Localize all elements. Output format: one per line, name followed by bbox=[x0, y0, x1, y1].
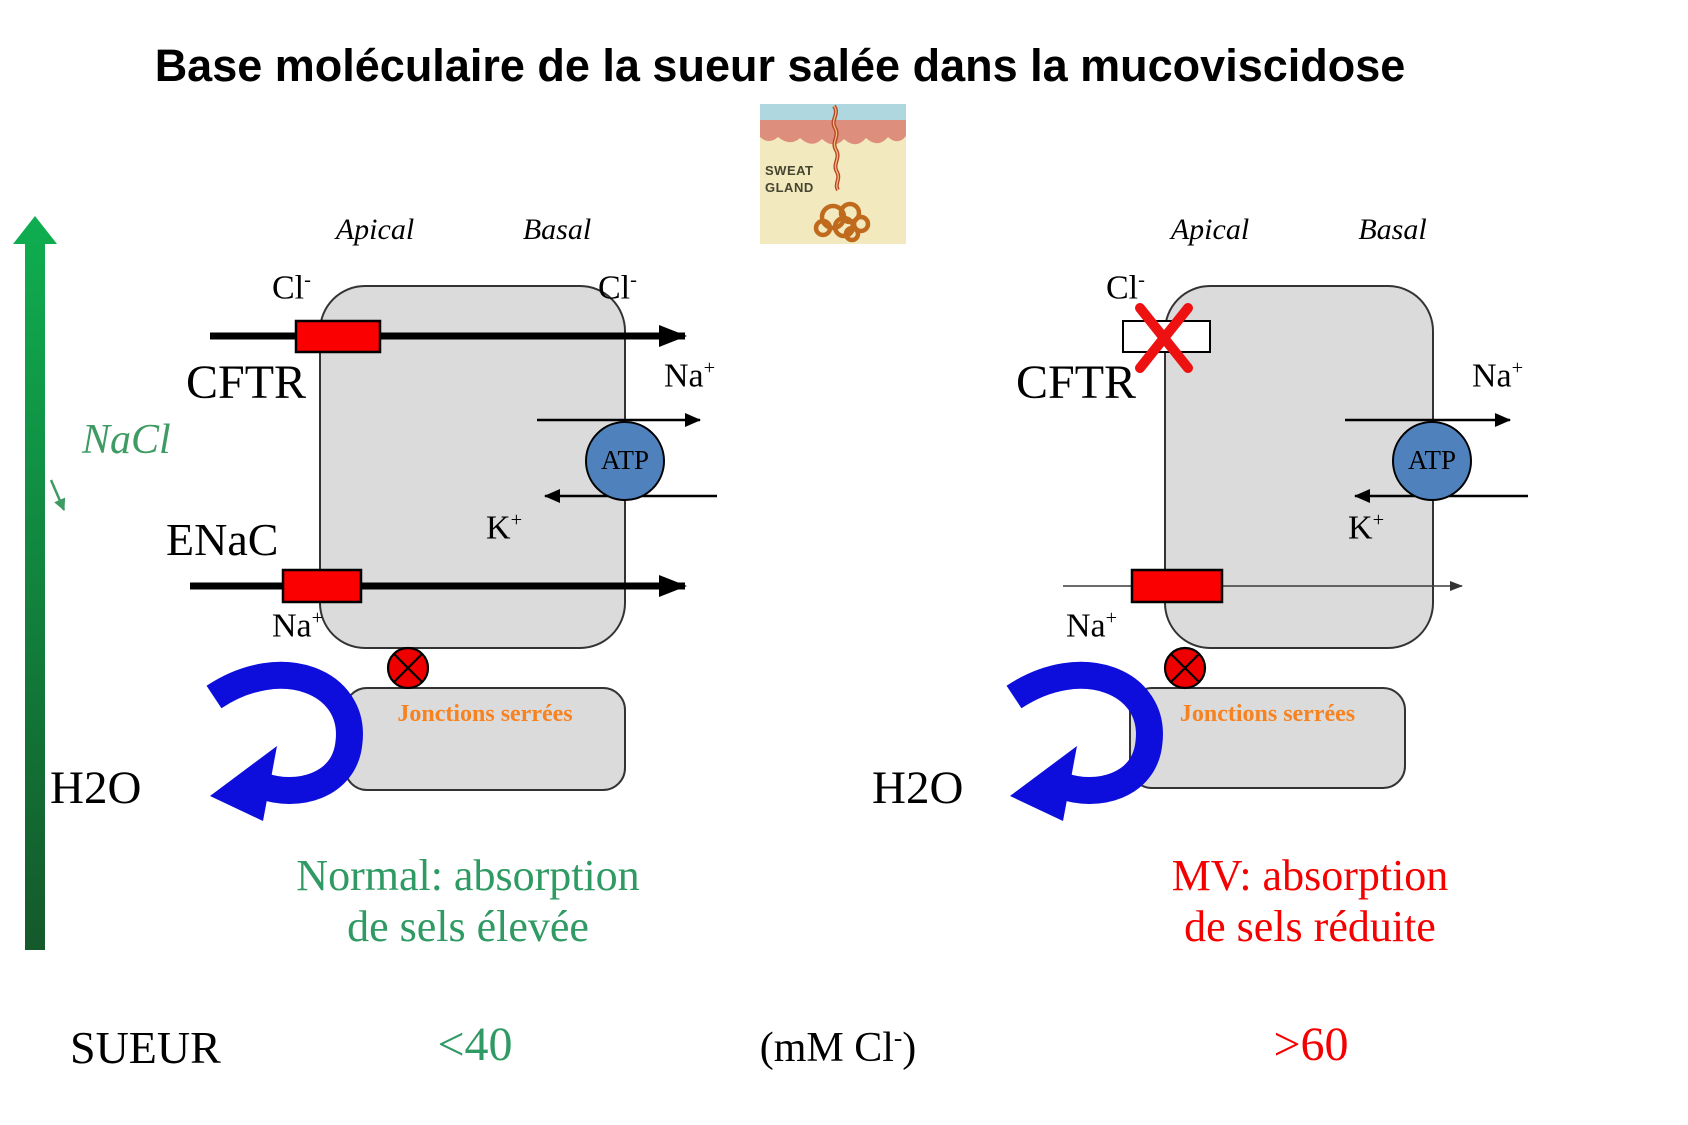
sweat-gland-drawing bbox=[760, 104, 906, 244]
cftr-label-right: CFTR bbox=[1016, 356, 1137, 409]
cl-apical-label-right: Cl- bbox=[1106, 269, 1145, 307]
sweat-gland-caption: SWEAT GLAND bbox=[765, 163, 814, 195]
basal-label-left: Basal bbox=[522, 213, 592, 246]
tight-junction-icon-right bbox=[1163, 646, 1207, 690]
h2o-label-left: H2O bbox=[50, 762, 142, 814]
junction-label-left: Jonctions serrées bbox=[397, 701, 573, 727]
h2o-label-right: H2O bbox=[872, 762, 964, 814]
junction-label-right: Jonctions serrées bbox=[1179, 701, 1356, 727]
apical-label-right: Apical bbox=[1170, 213, 1250, 246]
enac-channel-right bbox=[1130, 568, 1224, 604]
caption-right: MV: absorption de sels réduite bbox=[1171, 851, 1449, 951]
sweat-flow-gradient-arrow bbox=[13, 216, 57, 950]
caption-left: Normal: absorption de sels élevée bbox=[296, 851, 640, 951]
cl-basal-label-left: Cl- bbox=[598, 269, 637, 307]
blocked-x-icon bbox=[1135, 303, 1193, 373]
nacl-label: NaCl bbox=[82, 417, 171, 463]
cell-body-right-lower bbox=[1129, 687, 1406, 789]
na-apical-label-left: Na+ bbox=[272, 607, 324, 645]
enac-channel-left bbox=[281, 568, 363, 604]
cftr-label-left: CFTR bbox=[186, 356, 307, 409]
water-flow-arrow-left bbox=[206, 661, 363, 821]
nacl-arrow-icon bbox=[49, 479, 66, 511]
cftr-channel-left bbox=[294, 319, 382, 354]
chloride-unit-label: (mM Cl-) bbox=[759, 1025, 917, 1071]
atp-label-left: ATP bbox=[600, 445, 649, 475]
basal-label-right: Basal bbox=[1358, 213, 1427, 246]
na-basal-label-left: Na+ bbox=[664, 357, 716, 395]
sueur-label: SUEUR bbox=[70, 1022, 221, 1073]
na-basal-label-right: Na+ bbox=[1472, 357, 1524, 395]
k-basal-label-right: K+ bbox=[1348, 509, 1385, 547]
mv-chloride-value: >60 bbox=[1273, 1018, 1349, 1071]
atp-pump-circle-right bbox=[1392, 421, 1472, 501]
atp-label-right: ATP bbox=[1407, 445, 1456, 475]
sweat-gland-image: SWEAT GLAND bbox=[760, 104, 906, 244]
apical-label-left: Apical bbox=[335, 213, 415, 246]
enac-label-left: ENaC bbox=[166, 514, 279, 565]
na-apical-label-right: Na+ bbox=[1066, 607, 1118, 645]
k-basal-label-left: K+ bbox=[486, 509, 523, 547]
water-flow-arrow-right bbox=[1010, 675, 1149, 821]
cl-apical-label-left: Cl- bbox=[272, 269, 311, 307]
tight-junction-icon-left bbox=[386, 646, 430, 690]
atp-pump-circle-left bbox=[585, 421, 665, 501]
normal-chloride-value: <40 bbox=[437, 1018, 513, 1071]
page-title: Base moléculaire de la sueur salée dans … bbox=[154, 40, 1406, 91]
